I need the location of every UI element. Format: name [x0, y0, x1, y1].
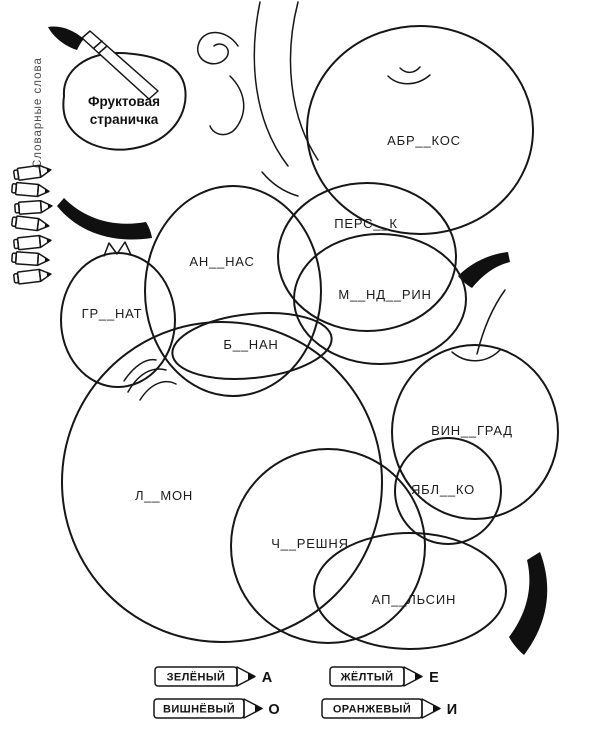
- label-apricot: АБР__КОС: [387, 133, 461, 148]
- grapes-outline: [391, 344, 559, 520]
- swoosh-left: [57, 198, 152, 240]
- label-pomegranate: ГР__НАТ: [82, 306, 143, 321]
- swoosh-bottom-right: [509, 552, 548, 655]
- pencil-stack: [10, 163, 54, 286]
- decor-squiggles: [197, 1, 319, 197]
- side-caption: Словарные слова: [32, 57, 44, 168]
- legend-word-cherry: ВИШНЁВЫЙ: [163, 703, 235, 716]
- brush-tip: [48, 26, 84, 50]
- legend-pencil-cherry: ВИШНЁВЫЙ: [153, 698, 263, 719]
- orange-outline: [313, 532, 507, 650]
- label-mandarin: М__НД__РИН: [338, 287, 431, 302]
- apricot-outline: [306, 25, 534, 235]
- legend-letter-e: Е: [429, 670, 439, 686]
- legend-word-orange: ОРАНЖЕВЫЙ: [333, 703, 411, 716]
- swoosh-right-mid: [458, 252, 510, 288]
- label-apple: ЯБЛ__КО: [411, 482, 475, 497]
- mandarin-outline: [293, 233, 467, 365]
- palette: Фруктовая страничка: [48, 26, 187, 151]
- fruit-outlines: [60, 25, 559, 650]
- label-orange: АП__ЛЬСИН: [372, 592, 456, 607]
- apple-outline: [394, 437, 502, 545]
- legend-pencil-orange: ОРАНЖЕВЫЙ: [321, 698, 441, 719]
- label-lemon: Л__МОН: [135, 488, 193, 503]
- label-cherry: Ч__РЕШНЯ: [271, 536, 349, 551]
- label-peach: ПЕРС__К: [334, 216, 398, 231]
- legend-letter-i: И: [447, 702, 457, 718]
- banana-outline: [171, 312, 333, 380]
- fruit-labels: АБР__КОС ПЕРС__К АН__НАС М__НД__РИН ГР__…: [82, 133, 513, 607]
- legend-letter-a: А: [262, 670, 273, 686]
- legend-pencil-green: ЗЕЛЁНЫЙ: [154, 666, 256, 687]
- legend-letter-o: О: [268, 702, 279, 718]
- palette-title-line1: Фруктовая: [88, 94, 160, 109]
- cherry-outline: [230, 448, 426, 644]
- label-grapes: ВИН__ГРАД: [431, 423, 513, 438]
- palette-title-line2: страничка: [90, 112, 159, 127]
- label-pineapple: АН__НАС: [189, 254, 254, 269]
- legend-word-green: ЗЕЛЁНЫЙ: [167, 671, 226, 684]
- label-banana: Б__НАН: [223, 337, 278, 352]
- legend: ЗЕЛЁНЫЙ А ЖЁЛТЫЙ Е ВИШНЁВЫЙ О ОРАНЖЕВЫЙ …: [153, 666, 457, 719]
- peach-outline: [277, 182, 457, 332]
- lemon-outline: [61, 321, 383, 643]
- brush-handle: [81, 30, 159, 100]
- legend-pencil-yellow: ЖЁЛТЫЙ: [329, 666, 423, 687]
- pineapple-outline: [144, 185, 322, 397]
- legend-word-yellow: ЖЁЛТЫЙ: [340, 671, 394, 684]
